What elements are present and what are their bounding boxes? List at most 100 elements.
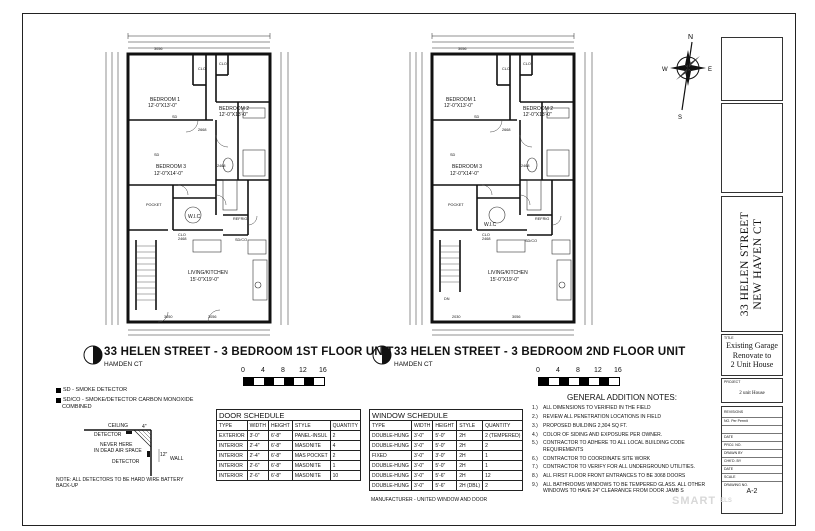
detail-dim-12: 12" [160,452,168,458]
detail-dim-4: 4" [142,424,147,430]
scale-tick: 16 [319,367,327,374]
smoke-detector-symbol-icon [56,388,61,393]
window-tag: 3056 [208,315,216,319]
pocket-label: POCKET [146,203,162,207]
table-cell: 2 [482,480,524,491]
table-cell: 3'-0" [410,440,434,451]
closet-label: CLO [178,233,186,237]
room-bedroom-3-dim: 12'-0"X14'-0" [154,171,183,177]
walkin-label: W.I.C [188,214,201,220]
scale-tick: 4 [261,367,265,374]
smoke-detector-tag: SD [172,115,178,119]
compass-n-label: N [688,34,693,41]
door-tag: 2668 [502,128,510,132]
pocket-label: POCKET [448,203,464,207]
table-cell: 3'-0" [410,480,434,491]
window-schedule-title: WINDOW SCHEDULE [368,409,524,421]
table-cell: 5'-6" [432,480,458,491]
detail-never-here-label: NEVER HERE [100,442,133,448]
title-label: TITLE [724,336,734,340]
table-cell: MAS POCKET [291,450,331,461]
floor-plan-1: BEDROOM 1 12'-0"X13'-0" BEDROOM 2 12'-0"… [98,30,298,340]
closet-label: CLO [482,233,490,237]
compass-e-label: E [708,67,712,73]
closet-label: CLO [219,62,227,66]
watermark: SMART ELS [672,495,732,507]
table-cell: EXTERIOR [216,430,248,441]
smoke-detector-tag: SD [450,153,456,157]
scale-bar-1: 0 4 8 12 16 [241,367,333,389]
scale-tick: 8 [576,367,580,374]
table-cell: 2 [329,430,361,441]
door-tag: 2468 [482,237,490,241]
table-cell: 6'-8" [267,470,293,481]
note-item: 8.)ALL FIRST FLOOR FRONT ENTRANCES TO BE… [532,473,686,480]
scale-tick: 12 [594,367,602,374]
revisions-label: REVISIONS [724,410,744,414]
scale-tick: 8 [281,367,285,374]
table-cell: FIXED [369,450,412,461]
table-cell: DOUBLE-HUNG [369,480,412,491]
address-line-2: NEW HAVEN CT [752,218,764,310]
title-block-project: PROJECT 2 unit House [721,378,783,403]
column-header: QUANTITY [329,420,361,431]
door-tag: 2468 [521,164,529,168]
refrig-label: REFRIG [233,217,247,221]
floor-plan-2-drawing: BEDROOM 1 12'-0"X13'-0" BEDROOM 2 12'-0"… [409,33,593,336]
note-item: 1.)ALL DIMENSIONS TO VERIFIED IN THE FIE… [532,405,651,412]
title-block-stamp-box [721,103,783,193]
table-cell: DOUBLE-HUNG [369,470,412,481]
table-cell: 2 (TEMPERED) [482,430,524,441]
table-cell: 2H [456,430,484,441]
sdco-tag: SD/CO [525,239,537,243]
compass-w-label: W [662,67,668,73]
detail-dead-air-label: IN DEAD AIR SPACE [94,448,142,454]
table-cell: 3'-0" [410,470,434,481]
table-cell: 10 [329,470,361,481]
sheet-number: A-2 [746,488,758,495]
plan-2-title: 33 HELEN STREET - 3 BEDROOM 2ND FLOOR UN… [394,346,686,358]
room-bedroom-3-dim: 12'-0"X14'-0" [450,171,479,177]
table-cell: 3'-0" [410,460,434,471]
table-cell: 5'-6" [432,470,458,481]
rev-row: PROJ. NO. [724,443,742,447]
plan-1-title: 33 HELEN STREET - 3 BEDROOM 1ST FLOOR UN… [104,346,394,358]
window-tag: 2030 [452,315,460,319]
rev-row: DATE [724,467,734,471]
column-header: STYLE [456,420,484,431]
detector-placement-detail: CEILING DETECTOR NEVER HERE IN DEAD AIR … [56,418,191,478]
table-cell: INTERIOR [216,450,248,461]
room-bedroom-2-dim: 12'-0"X13'-0" [523,112,552,118]
title-line: 2 Unit House [730,360,774,369]
table-cell: MASONITE [291,470,331,481]
table-cell: 2H [456,460,484,471]
note-item: 6.)CONTRACTOR TO COORDINATE SITE WORK [532,455,651,462]
section-symbol-icon [372,345,392,365]
room-living-dim: 15'-0"X19'-0" [490,277,519,283]
detail-detector-label: DETECTOR [94,432,122,438]
table-cell: MASONITE [291,440,331,451]
table-cell: 3'-0" [246,430,269,441]
detail-wall-label: WALL [170,456,184,462]
floor-plan-1-drawing: BEDROOM 1 12'-0"X13'-0" BEDROOM 2 12'-0"… [105,33,289,336]
rev-row: DRAWN BY [724,451,743,455]
general-notes-title: GENERAL ADDITION NOTES: [567,393,677,402]
column-header: HEIGHT [432,420,458,431]
column-header: QUANTITY [482,420,524,431]
table-cell: 2H [456,450,484,461]
table-cell: 1 [482,450,524,461]
table-cell: 5'-0" [432,440,458,451]
compass-s-label: S [678,115,682,120]
walkin-label: W.I.C [484,222,497,228]
table-cell: INTERIOR [216,440,248,451]
table-header-row: TYPE WIDTH HEIGHT STYLE QUANTITY [216,420,361,431]
room-bedroom-1-label: BEDROOM 1 [150,97,180,103]
legend-combined: COMBINED [62,404,92,410]
